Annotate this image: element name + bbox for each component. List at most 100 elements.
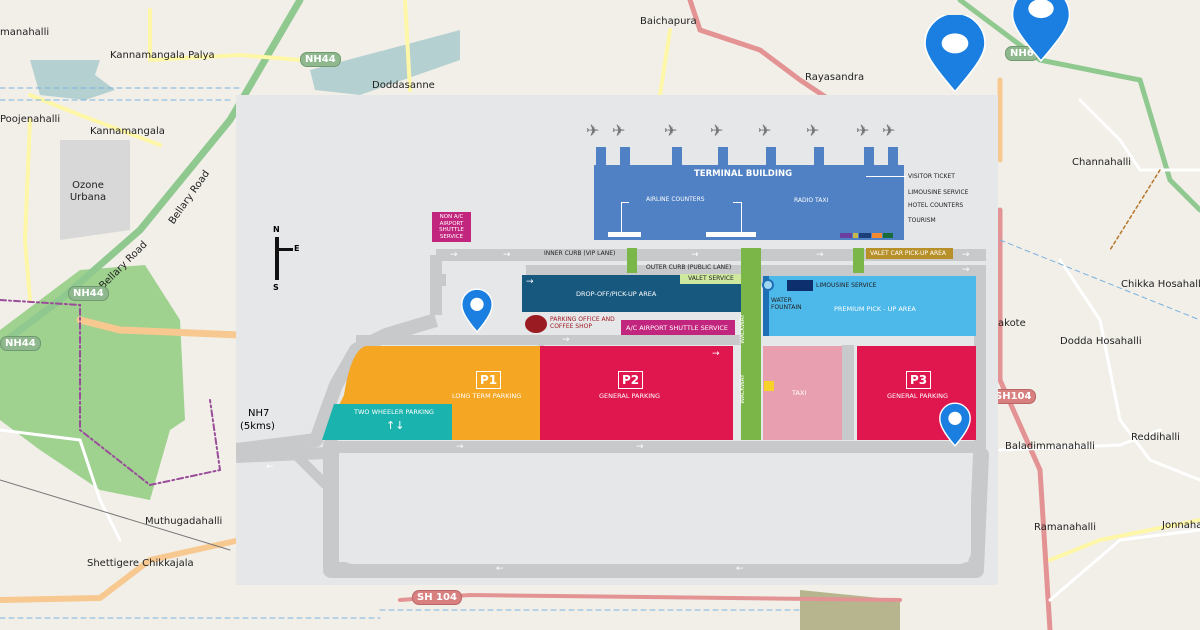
- location-pin-icon[interactable]: [917, 15, 993, 95]
- p1-label: LONG TERM PARKING: [452, 392, 522, 400]
- p2-lot: [540, 346, 733, 440]
- p2-badge: P2: [618, 371, 644, 389]
- arrow-icon: →: [450, 250, 458, 260]
- walkway-small: [853, 248, 864, 273]
- place-label: Channahalli: [1072, 157, 1132, 168]
- arrow-icon: →: [503, 250, 511, 260]
- outer-curb-label: OUTER CURB (PUBLIC LANE): [646, 264, 732, 271]
- water-fountain-icon: [762, 279, 774, 291]
- nh7-distance: (5kms): [240, 421, 275, 432]
- p3-label: GENERAL PARKING: [887, 392, 949, 400]
- legend-hotel-counters: HOTEL COUNTERS: [908, 202, 964, 209]
- legend-limousine: LIMOUSINE SERVICE: [908, 189, 969, 196]
- arrow-icon: →: [712, 349, 720, 359]
- valet-service-label: VALET SERVICE: [688, 275, 734, 282]
- road-shield: NH44: [0, 336, 41, 351]
- ac-shuttle-box: [621, 320, 735, 335]
- place-label: Dodda Hosahalli: [1060, 336, 1142, 347]
- walkway-small: [627, 248, 637, 273]
- radio-taxi-label: RADIO TAXI: [794, 197, 829, 204]
- airport-parking-map: ✈ ✈ ✈ ✈ ✈ ✈ ✈ ✈ TERMINAL BUILDING AIRLIN…: [236, 95, 998, 585]
- airplane-icon: ✈: [806, 121, 820, 140]
- inner-curb-label: INNER CURB (VIP LANE): [544, 250, 616, 257]
- p1-badge: P1: [476, 371, 502, 389]
- hotel-counter: [872, 233, 882, 238]
- location-pin-icon[interactable]: [1005, 0, 1077, 64]
- parking-lots: [322, 346, 976, 440]
- taxi-area: [763, 346, 842, 440]
- radio-taxi-counter: [840, 233, 852, 238]
- arrow-icon: →: [456, 442, 464, 452]
- valet-pickup-label: VALET CAR PICK-UP AREA: [870, 250, 947, 257]
- two-way-arrow-icon: ↑↓: [386, 419, 405, 432]
- location-pin-icon[interactable]: [458, 287, 496, 335]
- visitor-ticket-counter: [853, 233, 858, 238]
- arrow-icon: →: [636, 442, 644, 452]
- water-fountain-label: WATER FOUNTAIN: [771, 297, 802, 311]
- arrow-icon: →: [962, 265, 970, 275]
- p3-badge: P3: [906, 371, 932, 389]
- place-label: Kannamangala: [90, 126, 165, 137]
- dropoff-label: DROP-OFF/PICK-UP AREA: [576, 290, 657, 298]
- place-label: Doddasanne: [372, 80, 435, 91]
- premium-label: PREMIUM PICK - UP AREA: [834, 305, 916, 313]
- airplane-icon: ✈: [664, 121, 678, 140]
- compass-east: E: [294, 244, 300, 253]
- place-label: Muthugadahalli: [145, 516, 223, 527]
- arrow-icon: ←: [496, 564, 504, 574]
- place-label: Poojenahalli: [0, 114, 61, 125]
- airplane-icon: ✈: [758, 121, 772, 140]
- arrow-icon: →: [562, 335, 570, 345]
- compass-south: S: [273, 283, 279, 292]
- airline-counter: [706, 232, 756, 237]
- arrow-icon: ←: [266, 462, 274, 472]
- arrow-icon: →: [526, 277, 534, 287]
- legend-visitor-ticket: VISITOR TICKET: [908, 173, 955, 180]
- airplane-icon: ✈: [856, 121, 870, 140]
- compass: N E S: [270, 225, 300, 295]
- tourism-counter: [883, 233, 893, 238]
- place-label: Shettigere Chikkajala: [87, 558, 194, 569]
- road-shield: NH44: [68, 286, 109, 301]
- place-label: Baichapura: [640, 16, 697, 27]
- compass-north: N: [273, 225, 280, 234]
- parking-office-icon: [525, 315, 547, 333]
- airplane-icon: ✈: [586, 121, 600, 140]
- limousine-counter: [859, 233, 871, 238]
- airline-counter: [608, 232, 641, 237]
- limousine-label: LIMOUSINE SERVICE: [816, 282, 877, 289]
- place-label: akote: [998, 318, 1026, 329]
- place-label: Reddihalli: [1131, 432, 1180, 443]
- place-label: Chikka Hosahalli: [1121, 279, 1200, 290]
- arrow-icon: →: [816, 250, 824, 260]
- ac-shuttle-label: A/C AIRPORT SHUTTLE SERVICE: [626, 324, 729, 332]
- road-shield: SH 104: [412, 590, 462, 605]
- place-label: Rayasandra: [805, 72, 865, 83]
- legend-tourism: TOURISM: [908, 217, 936, 224]
- valet-service-box: [680, 274, 741, 284]
- road-shield: NH44: [300, 52, 341, 67]
- terminal-building: [594, 165, 904, 240]
- p2-label: GENERAL PARKING: [599, 392, 661, 400]
- two-wheeler-lot: [322, 404, 452, 440]
- place-label: Kannamangala Palya: [110, 50, 215, 61]
- airplane-icon: ✈: [710, 121, 724, 140]
- airplane-icons: ✈ ✈ ✈ ✈ ✈ ✈ ✈ ✈: [586, 121, 916, 141]
- non-ac-shuttle-label: NON A/C AIRPORT SHUTTLE SERVICE: [439, 214, 464, 240]
- two-wheeler-label: TWO WHEELER PARKING: [354, 408, 434, 416]
- location-pin-icon[interactable]: [936, 401, 974, 449]
- airplane-icon: ✈: [612, 121, 626, 140]
- non-ac-shuttle-box: [432, 212, 471, 242]
- airline-counters-label: AIRLINE COUNTERS: [646, 196, 705, 203]
- valet-pickup-box: [866, 248, 953, 259]
- arrow-icon: →: [962, 250, 970, 260]
- airplane-icon: ✈: [882, 121, 896, 140]
- place-label: manahalli: [0, 27, 50, 38]
- arrow-icon: →: [691, 250, 699, 260]
- nh7-label: NH7: [248, 408, 270, 419]
- place-label: Ozone Urbana: [69, 180, 107, 203]
- place-label: Jonnahalli: [1162, 520, 1200, 531]
- parking-office-label: PARKING OFFICE AND COFFEE SHOP: [550, 316, 615, 330]
- arrow-icon: ←: [736, 564, 744, 574]
